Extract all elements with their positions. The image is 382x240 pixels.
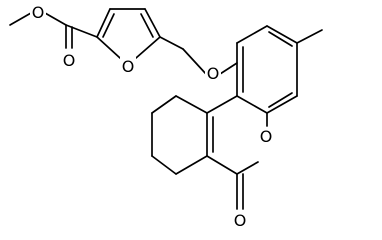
atom-o-furan: O: [120, 57, 136, 76]
atom-label-layer: O O O O O O: [30, 3, 274, 230]
bond: [206, 95, 238, 114]
bond: [175, 155, 208, 175]
bond: [219, 62, 238, 75]
bond-layer: [9, 8, 323, 210]
bond: [44, 12, 67, 26]
atom-label: O: [207, 64, 220, 83]
bond: [9, 12, 32, 26]
atom-label: O: [122, 57, 135, 76]
atom-label: O: [32, 3, 45, 22]
bond: [268, 31, 293, 47]
bond: [296, 29, 323, 44]
bond: [159, 36, 184, 50]
bond: [236, 25, 268, 44]
bond: [151, 155, 177, 175]
bond: [236, 95, 268, 114]
bond: [102, 13, 115, 38]
bond: [140, 13, 154, 38]
bond: [96, 36, 121, 59]
bond: [206, 155, 238, 175]
atom-o-ester-carbonyl: O: [61, 51, 77, 70]
bond: [268, 92, 293, 108]
bond: [266, 95, 298, 114]
bond: [144, 8, 161, 38]
bond: [135, 36, 161, 59]
atom-o-lactone: O: [258, 127, 274, 146]
bond: [151, 95, 177, 114]
atom-label: O: [234, 211, 247, 230]
bond: [236, 161, 259, 175]
atom-label: O: [260, 127, 273, 146]
atom-label: O: [63, 51, 76, 70]
bond: [65, 24, 98, 38]
atom-o-methoxy: O: [30, 3, 46, 22]
atom-o-lactone-carbonyl: O: [232, 211, 248, 230]
bond: [182, 48, 207, 75]
bond: [266, 25, 298, 44]
atom-o-ether: O: [205, 64, 221, 83]
bond: [175, 95, 208, 114]
bond: [96, 8, 111, 38]
